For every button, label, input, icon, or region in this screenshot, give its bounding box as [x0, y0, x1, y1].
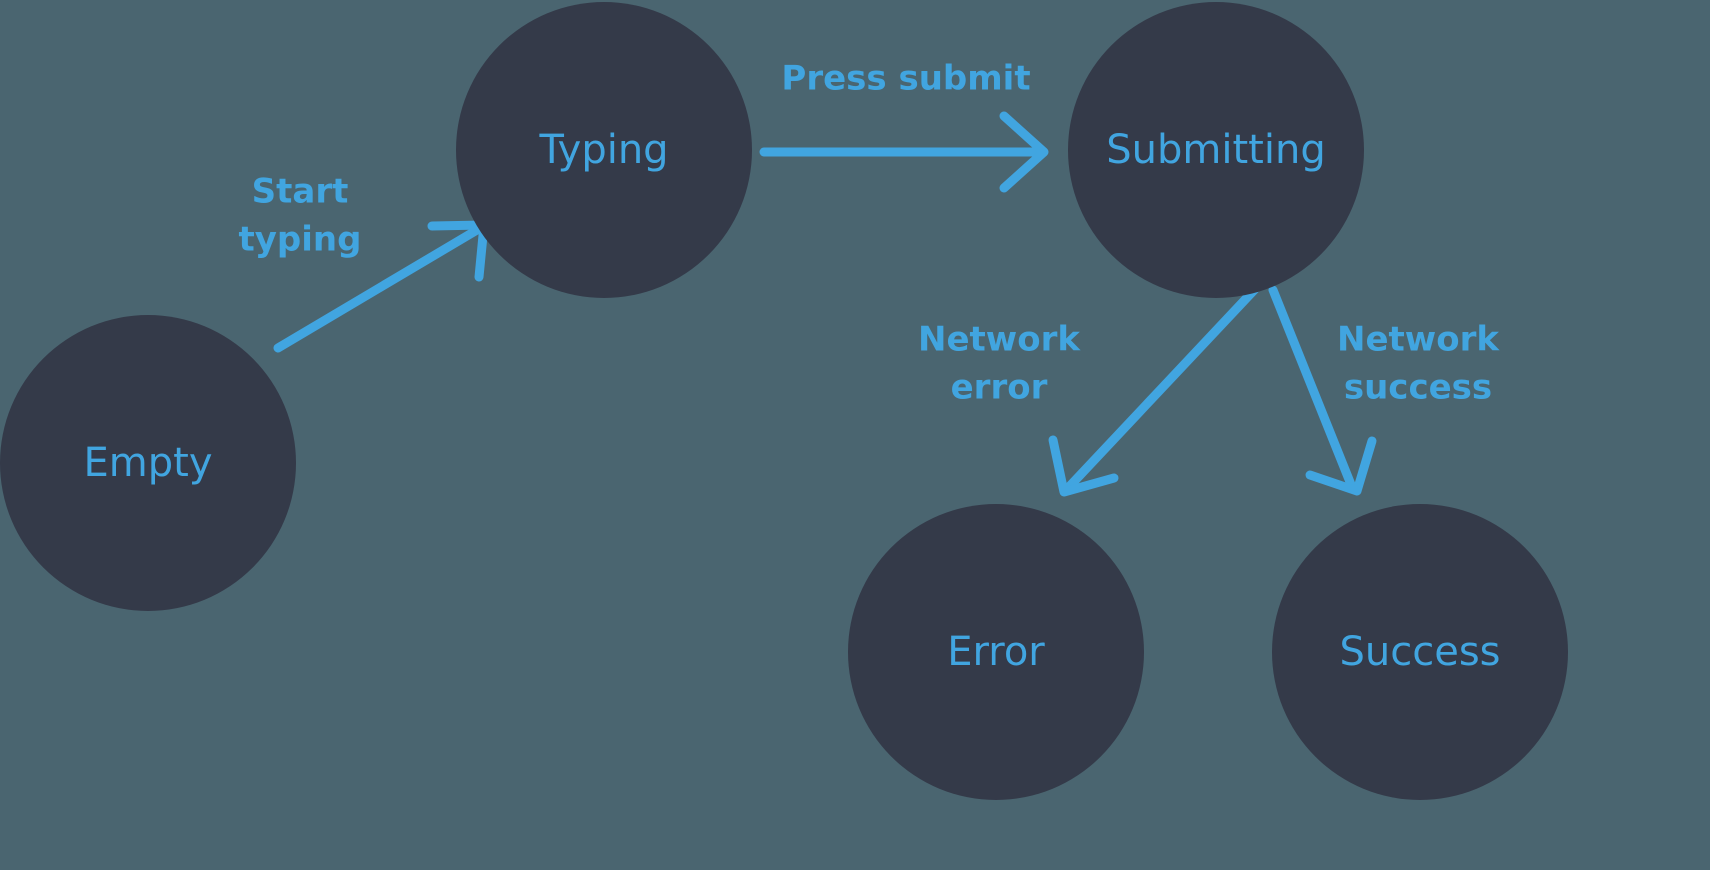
node-empty-circle[interactable] — [0, 315, 296, 611]
node-submitting[interactable]: Submitting — [1068, 2, 1364, 298]
edge-start-typing-line — [273, 222, 487, 353]
node-submitting-label: Submitting — [1106, 127, 1325, 173]
node-typing[interactable]: Typing — [456, 2, 752, 298]
node-error[interactable]: Error — [848, 504, 1144, 800]
node-success-label: Success — [1339, 629, 1500, 675]
edge-label-network-success: Network success — [1337, 320, 1500, 408]
node-submitting-circle[interactable] — [1068, 2, 1364, 298]
node-error-label: Error — [947, 629, 1045, 675]
edge-label-network-success-line-2: success — [1344, 368, 1492, 408]
edge-label-network-error-line-1: Network — [918, 320, 1081, 360]
edge-label-network-error: Network error — [918, 320, 1081, 408]
node-error-circle[interactable] — [848, 504, 1144, 800]
node-typing-label: Typing — [538, 127, 668, 173]
edge-label-start-typing: Start typing — [239, 172, 362, 260]
node-typing-circle[interactable] — [456, 2, 752, 298]
edge-press-submit — [759, 111, 1049, 193]
edge-label-press-submit: Press submit — [781, 59, 1030, 99]
edge-label-network-success-line-1: Network — [1337, 320, 1500, 360]
edge-network-error-line — [1063, 282, 1262, 493]
edge-network-error — [1048, 282, 1262, 497]
edge-network-error-arrowhead — [1048, 435, 1119, 497]
edge-label-start-typing-line-1: Start — [252, 172, 349, 212]
edge-press-submit-arrowhead — [999, 111, 1049, 193]
edge-network-success-line — [1268, 285, 1357, 492]
edge-network-success — [1268, 285, 1377, 496]
node-empty-label: Empty — [84, 440, 213, 486]
edge-label-press-submit-line-1: Press submit — [781, 59, 1030, 99]
node-success[interactable]: Success — [1272, 504, 1568, 800]
node-empty[interactable]: Empty — [0, 315, 296, 611]
edge-label-start-typing-line-2: typing — [239, 220, 362, 260]
node-success-circle[interactable] — [1272, 504, 1568, 800]
edge-label-network-error-line-2: error — [951, 368, 1048, 408]
edge-network-success-arrowhead — [1305, 436, 1377, 496]
